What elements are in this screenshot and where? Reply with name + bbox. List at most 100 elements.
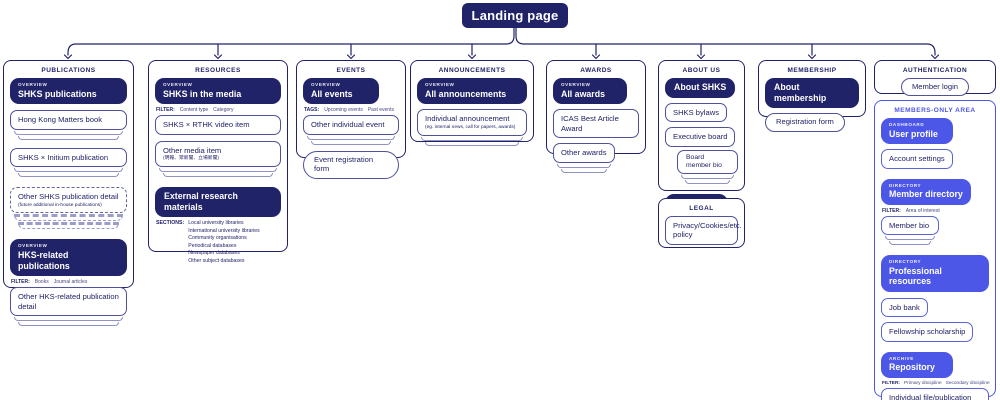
section-title: ABOUT US bbox=[682, 67, 721, 74]
stack-layer bbox=[685, 180, 730, 185]
node-shks-in-the-media: OVERVIEW SHKS in the media bbox=[155, 78, 281, 105]
sections-item: Newspaper databases bbox=[188, 250, 240, 257]
sections-item: Local university libraries bbox=[188, 220, 244, 227]
card-label: Other individual event bbox=[303, 115, 399, 135]
section-resources: RESOURCES OVERVIEW SHKS in the media FIL… bbox=[148, 60, 288, 264]
section-announcements: ANNOUNCEMENTS OVERVIEW All announcements… bbox=[410, 60, 534, 146]
node-fellowship-scholarship: Fellowship scholarship bbox=[881, 322, 974, 342]
filter-label: FILTER: bbox=[882, 380, 901, 386]
arrowheads bbox=[63, 54, 940, 60]
dashboard-tag: DASHBOARD bbox=[889, 122, 925, 127]
stack-layer bbox=[421, 136, 523, 141]
filter-item: Primary discipline bbox=[904, 380, 942, 386]
sections-item: International university libraries bbox=[188, 227, 260, 234]
filter-label: FILTER: bbox=[11, 279, 30, 286]
tag-item: Upcoming events bbox=[324, 107, 363, 114]
landing-page-node: Landing page bbox=[462, 3, 568, 28]
stack-layer bbox=[425, 141, 519, 146]
stack-layer bbox=[307, 135, 395, 140]
card-label: Hong Kong Matters book bbox=[10, 110, 127, 130]
node-external-research-materials: External research materials bbox=[155, 187, 281, 218]
directory-tag: DIRECTORY bbox=[889, 259, 922, 265]
node-all-events: OVERVIEW All events bbox=[303, 78, 379, 105]
stack-layer bbox=[557, 163, 611, 168]
card-label: Other SHKS publication detail (future ad… bbox=[10, 187, 127, 214]
card-label: SHKS × Initium publication bbox=[10, 147, 127, 168]
section-legal: LEGAL Privacy/Cookies/etc. policy bbox=[658, 198, 745, 248]
card-note: (明報、眾新聞、立場新聞) bbox=[163, 156, 219, 162]
card-label: Board member bio bbox=[677, 149, 738, 175]
stack-layer bbox=[18, 322, 119, 327]
overview-tag: OVERVIEW bbox=[18, 82, 48, 87]
filter-item: Content type bbox=[179, 107, 209, 114]
card-label: Other HKS-related publication detail bbox=[10, 287, 127, 317]
repository-filter-row: FILTER: Primary discipline Secondary dis… bbox=[882, 380, 990, 386]
section-title: MEMBERSHIP bbox=[787, 67, 837, 74]
section-title: ANNOUNCEMENTS bbox=[438, 67, 506, 74]
resources-filter-row: FILTER: Content type Category bbox=[156, 107, 280, 113]
node-icas-best-article-award: ICAS Best Article Award bbox=[553, 109, 639, 139]
stack-layer bbox=[18, 173, 119, 178]
overview-tag: OVERVIEW bbox=[18, 243, 48, 249]
archive-tag: ARCHIVE bbox=[889, 355, 914, 361]
section-authentication: AUTHENTICATION Member login bbox=[874, 60, 996, 97]
card-title: Individual announcement bbox=[425, 114, 510, 124]
filter-item: Area of interest bbox=[905, 207, 940, 214]
section-events: EVENTS OVERVIEW All events TAGS: Upcomin… bbox=[296, 60, 406, 179]
node-member-bio: Member bio bbox=[881, 215, 939, 246]
node-repository: ARCHIVE Repository bbox=[881, 351, 953, 378]
section-publications: PUBLICATIONS OVERVIEW SHKS publications … bbox=[3, 60, 134, 327]
filter-item: Secondary discipline bbox=[945, 380, 990, 386]
card-title: Other SHKS publication detail bbox=[18, 192, 119, 202]
card-label: Other awards bbox=[553, 143, 615, 163]
sections-item: Periodical databases bbox=[188, 242, 237, 249]
node-individual-announcement: Individual announcement (eg. internal ne… bbox=[417, 109, 527, 146]
node-all-awards: OVERVIEW All awards bbox=[553, 78, 627, 105]
connector-arrows bbox=[63, 27, 940, 60]
node-other-awards: Other awards bbox=[553, 143, 615, 173]
node-job-bank: Job bank bbox=[881, 297, 928, 318]
node-member-login: Member login bbox=[900, 78, 969, 97]
stack-layer bbox=[14, 214, 123, 222]
card-label: Member bio bbox=[881, 215, 939, 236]
node-individual-file-preview: Individual file/publication preview bbox=[881, 387, 989, 400]
tags-label: TAGS: bbox=[304, 107, 320, 114]
section-awards: AWARDS OVERVIEW All awards ICAS Best Art… bbox=[546, 60, 646, 173]
card-label: Other media item (明報、眾新聞、立場新聞) bbox=[155, 140, 281, 167]
section-membership: MEMBERSHIP About membership Registration… bbox=[758, 60, 866, 132]
node-hong-kong-matters-book: Hong Kong Matters book bbox=[10, 110, 127, 140]
card-note: (future additional in-house publications… bbox=[18, 202, 102, 208]
filter-item: Books bbox=[34, 279, 49, 286]
node-all-announcements: OVERVIEW All announcements bbox=[417, 78, 527, 105]
filter-label: FILTER: bbox=[882, 207, 901, 214]
node-title: User profile bbox=[889, 128, 938, 139]
node-event-registration-form: Event registration form bbox=[303, 150, 399, 179]
node-title: All events bbox=[311, 88, 353, 99]
node-registration-form: Registration form bbox=[765, 113, 845, 132]
section-title: AWARDS bbox=[580, 67, 612, 74]
stack-layer bbox=[14, 317, 123, 322]
filter-item: Journal articles bbox=[53, 279, 88, 286]
stack-layer bbox=[163, 173, 273, 177]
stack-layer bbox=[311, 140, 391, 145]
stack-layer bbox=[561, 168, 607, 173]
section-title: RESOURCES bbox=[195, 67, 241, 74]
section-title: LEGAL bbox=[689, 205, 714, 212]
section-about-us: ABOUT US About SHKS SHKS bylaws Executiv… bbox=[658, 60, 745, 215]
node-privacy-policy: Privacy/Cookies/etc. policy bbox=[665, 216, 742, 245]
node-shks-initium-publication: SHKS × Initium publication bbox=[10, 147, 127, 178]
filter-item: Category bbox=[213, 107, 234, 114]
stack-layer bbox=[681, 175, 734, 180]
sections-label: SECTIONS: bbox=[156, 220, 185, 227]
node-other-individual-event: Other individual event bbox=[303, 115, 399, 145]
stack-layer bbox=[18, 135, 119, 140]
node-board-member-bio: Board member bio bbox=[677, 149, 738, 185]
node-hks-related-publications: OVERVIEW HKS-related publications bbox=[10, 239, 127, 277]
node-member-directory: DIRECTORY Member directory bbox=[881, 178, 971, 205]
node-title: All awards bbox=[561, 88, 606, 99]
node-user-profile: DASHBOARD User profile bbox=[881, 118, 953, 145]
node-title: SHKS publications bbox=[18, 88, 97, 99]
stack-layer bbox=[14, 168, 123, 173]
sections-list: Local university libraries International… bbox=[188, 220, 260, 264]
